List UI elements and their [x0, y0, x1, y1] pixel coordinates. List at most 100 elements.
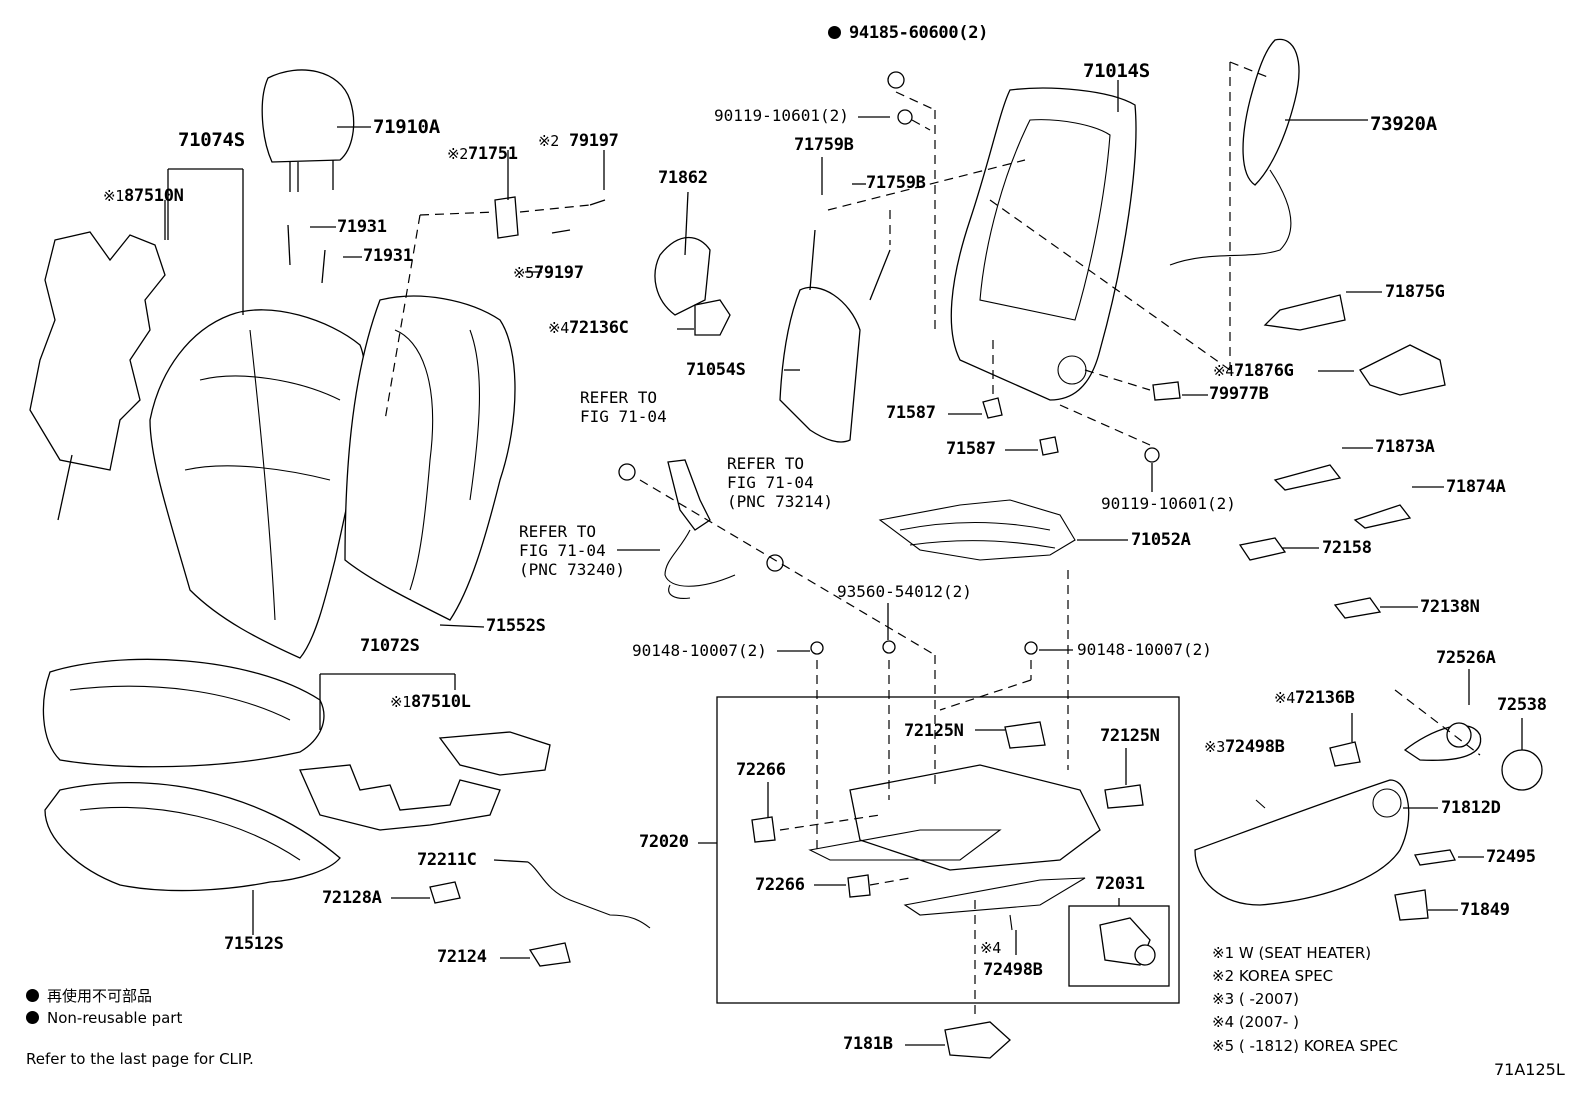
part-72136b-drawing — [1329, 741, 1361, 767]
part-72495-drawing — [1414, 849, 1456, 866]
part-71875g-drawing — [1263, 294, 1346, 331]
label-72158: 72158 — [1322, 538, 1372, 558]
label-71014S: 71014S — [1083, 60, 1150, 82]
part-7181b-drawing — [944, 1021, 1011, 1059]
label-72498B-lower-prefix: ※4 — [980, 939, 1001, 957]
label-72495: 72495 — [1486, 847, 1536, 867]
refer-line: (PNC 73214) — [727, 492, 833, 511]
label-71873A: 71873A — [1375, 437, 1435, 457]
bolt-90148b-drawing — [1024, 641, 1038, 655]
refer-fig-71-04-top: REFER TO FIG 71-04 — [580, 388, 667, 426]
part-71874a-drawing — [1353, 504, 1412, 529]
headrest-drawing — [261, 69, 355, 192]
note-5: ※5 ( -1812) KOREA SPEC — [1212, 1037, 1398, 1055]
non-reusable-dot — [26, 989, 39, 1002]
label-71587-upper: 71587 — [886, 403, 936, 423]
legend-english: Non-reusable part — [26, 1009, 182, 1027]
label-90148-10007-left: 90148-10007(2) — [632, 641, 767, 660]
refer-line: FIG 71-04 — [580, 407, 667, 426]
assembly-dashed-lines — [384, 61, 1481, 1020]
part-79197a-drawing — [589, 199, 606, 206]
bolt-90148a-drawing — [810, 641, 824, 655]
part-72125na-drawing — [1004, 721, 1046, 749]
label-87510N: ※187510N — [103, 186, 184, 206]
part-71931a-drawing — [287, 224, 291, 266]
label-72526A: 72526A — [1436, 648, 1496, 668]
bolt-93560-drawing — [882, 640, 896, 654]
figure-code: 71A125L — [1494, 1060, 1565, 1079]
refer-line: REFER TO — [727, 454, 805, 473]
seatback-frame-drawing — [950, 87, 1137, 401]
non-reusable-dot — [26, 1011, 39, 1024]
label-72498B-upper: ※372498B — [1204, 737, 1285, 757]
seat-track-group-box — [716, 696, 1180, 1004]
refer-line: FIG 71-04 — [727, 473, 814, 492]
note-4: ※4 (2007- ) — [1212, 1013, 1299, 1031]
cushion-heater-drawing — [299, 731, 551, 831]
label-71552S: 71552S — [486, 616, 546, 636]
side-shield-drawing — [1194, 779, 1410, 906]
part-71931b-drawing — [321, 249, 326, 284]
part-72266a-drawing — [751, 816, 776, 843]
seatback-heater-drawing — [29, 231, 166, 521]
bolt-90119b-drawing — [1144, 447, 1160, 463]
label-71874A: 71874A — [1446, 477, 1506, 497]
label-72136B: ※472136B — [1274, 688, 1355, 708]
part-72266b-drawing — [847, 874, 871, 898]
label-71072S: 71072S — [360, 636, 420, 656]
part-72125nb-drawing — [1104, 784, 1144, 809]
label-79197-top: ※2 79197 — [538, 131, 619, 151]
label-71587-lower: 71587 — [946, 439, 996, 459]
note-3: ※3 ( -2007) — [1212, 990, 1299, 1008]
label-90119-10601-lower: 90119-10601(2) — [1101, 494, 1236, 513]
part-71751-drawing — [494, 196, 519, 239]
nut-94185-drawing — [887, 71, 905, 89]
legend-japanese: 再使用不可部品 — [26, 985, 152, 1006]
label-7181B: 7181B — [843, 1034, 893, 1054]
label-71812D: 71812D — [1441, 798, 1501, 818]
part-72498bb-drawing — [1009, 914, 1013, 931]
part-72498ba-drawing — [1255, 799, 1266, 809]
label-71054S: 71054S — [686, 360, 746, 380]
label-71052A: 71052A — [1131, 530, 1191, 550]
recliner-knob-drawing — [1403, 722, 1482, 761]
note-1: ※1 W (SEAT HEATER) — [1212, 944, 1372, 962]
label-72266-lower: 72266 — [755, 875, 805, 895]
label-72136C: ※472136C — [548, 318, 629, 338]
label-72211C: 72211C — [417, 850, 477, 870]
seat-belt-buckle-drawing — [664, 459, 736, 599]
bolt-90119a-drawing — [897, 109, 913, 125]
side-airbag-drawing — [1169, 38, 1300, 266]
part-72136c-drawing — [694, 299, 731, 336]
part-72031-drawing — [1099, 917, 1156, 966]
label-72125N-right: 72125N — [1100, 726, 1160, 746]
refer-line: REFER TO — [519, 522, 597, 541]
seatback-pad-drawing — [344, 295, 516, 621]
label-71931-upper: 71931 — [337, 217, 387, 237]
label-93560-54012: 93560-54012(2) — [837, 582, 972, 601]
label-71910A: 71910A — [373, 116, 440, 138]
label-72125N-left: 72125N — [904, 721, 964, 741]
cushion-spring-drawing — [878, 499, 1076, 561]
part-72158-drawing — [1238, 537, 1287, 561]
label-71849: 71849 — [1460, 900, 1510, 920]
label-71862: 71862 — [658, 168, 708, 188]
part-79197b-drawing — [551, 229, 571, 234]
seat-track-drawing — [808, 764, 1101, 916]
label-87510L: ※187510L — [390, 692, 471, 712]
grommet-drawing — [618, 463, 636, 481]
label-72538: 72538 — [1497, 695, 1547, 715]
label-71512S: 71512S — [224, 934, 284, 954]
refer-line: FIG 71-04 — [519, 541, 606, 560]
label-94185-60600: 94185-60600(2) — [828, 25, 988, 42]
part-72124-drawing — [528, 942, 571, 967]
label-71875G: 71875G — [1385, 282, 1445, 302]
label-73920A: 73920A — [1370, 113, 1437, 135]
seatback-cover-drawing — [149, 309, 366, 659]
part-71849-drawing — [1394, 889, 1429, 921]
label-71876G: ※471876G — [1213, 361, 1294, 381]
part-79977b-drawing — [1152, 381, 1181, 401]
refer-line: REFER TO — [580, 388, 658, 407]
